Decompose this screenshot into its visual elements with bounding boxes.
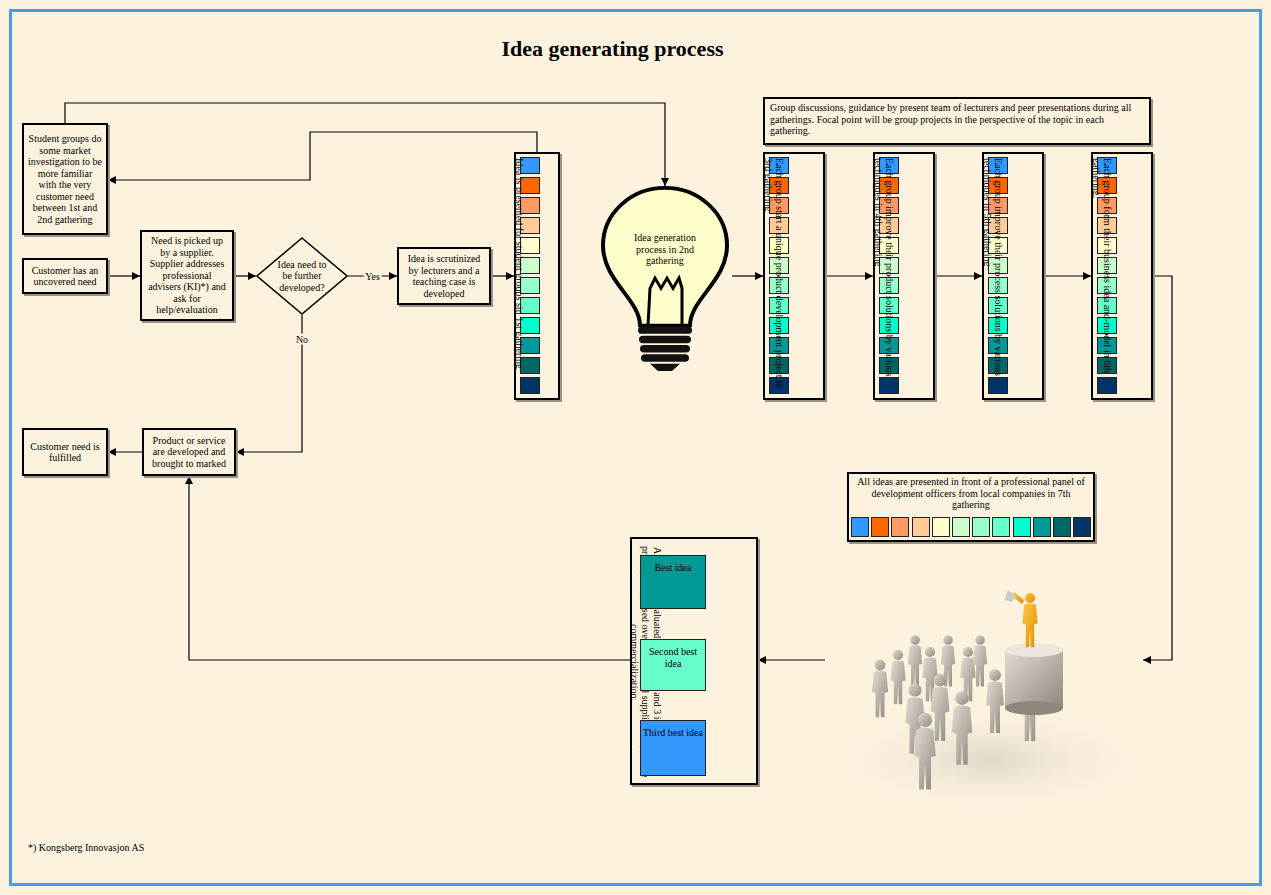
bulb-tip bbox=[650, 364, 680, 371]
process-box: Customer need is fulfilled bbox=[22, 428, 108, 476]
color-swatch bbox=[851, 517, 869, 537]
color-swatch bbox=[1033, 517, 1051, 537]
gathering-panel: Each group improve their product solutio… bbox=[873, 152, 935, 400]
bulb-base-ring bbox=[638, 326, 692, 333]
gathering-panel: Idea is presented for student groups sin… bbox=[514, 152, 560, 400]
node-text: Idea need to be further developed? bbox=[274, 259, 330, 294]
connector-line bbox=[1044, 275, 1091, 276]
connector-line bbox=[108, 132, 537, 180]
color-swatch bbox=[912, 517, 930, 537]
ranked-idea-box: Second best idea bbox=[640, 639, 706, 691]
gathering-panel: Each group improve their process solutio… bbox=[982, 152, 1044, 400]
node-text: Each group improve their process solutio… bbox=[981, 158, 1004, 396]
panel-box: All ideas are presented in front of a pr… bbox=[847, 472, 1095, 542]
connector bbox=[108, 452, 142, 453]
bulb-base-ring bbox=[641, 354, 689, 361]
node-text: Customer has an uncovered need bbox=[28, 265, 102, 288]
gathering-panel: Each group start a unique product develo… bbox=[763, 152, 825, 400]
connector bbox=[234, 276, 256, 277]
ranked-idea-box: Third best idea bbox=[640, 720, 706, 776]
connector bbox=[108, 276, 140, 277]
connector bbox=[236, 315, 302, 452]
connector bbox=[65, 103, 665, 186]
node-text: Second best idea bbox=[643, 646, 703, 669]
process-box: Need is picked up by a supplier. Supplie… bbox=[140, 230, 234, 321]
node-text: Idea is presented for student groups sin… bbox=[513, 158, 525, 396]
color-swatch bbox=[1013, 517, 1031, 537]
node-text: Customer need is fulfilled bbox=[28, 441, 102, 464]
pedestal bbox=[1005, 643, 1063, 715]
color-swatch bbox=[891, 517, 909, 537]
color-swatch bbox=[952, 517, 970, 537]
node-text: Student groups do some market investigat… bbox=[28, 133, 102, 225]
process-box: Idea is scrutinized by lecturers and a t… bbox=[397, 247, 491, 305]
connector-line bbox=[935, 275, 982, 276]
node-text: Each group start a unique product develo… bbox=[762, 158, 785, 396]
process-box: Product or service are developed and bro… bbox=[142, 428, 236, 476]
connector bbox=[732, 276, 763, 277]
footnote: *) Kongsberg Innovasjon AS bbox=[28, 842, 144, 853]
gathering-panel: Each group form their business idea and-… bbox=[1091, 152, 1153, 400]
connector-line bbox=[732, 275, 763, 276]
decision-diamond: Idea need to be further developed? bbox=[256, 237, 348, 315]
swatch-row bbox=[851, 517, 1093, 537]
color-swatch bbox=[992, 517, 1010, 537]
node-text: Idea generation process in 2nd gathering bbox=[622, 232, 708, 267]
diamond-text-wrap: Idea need to be further developed? bbox=[274, 237, 330, 315]
bulb-glass bbox=[603, 188, 727, 326]
connector-line bbox=[108, 275, 140, 276]
presenter bbox=[1004, 590, 1038, 647]
connector bbox=[189, 476, 630, 660]
bulb-base-ring bbox=[640, 345, 690, 352]
node-text: Product or service are developed and bro… bbox=[148, 435, 230, 470]
connector-line bbox=[189, 476, 630, 660]
diagram-title: Idea generating process bbox=[0, 36, 1225, 62]
edge-label: No bbox=[294, 334, 310, 345]
color-swatch bbox=[1073, 517, 1091, 537]
connector bbox=[825, 276, 873, 277]
evaluation-box: All ideas are evaluated by the panel and… bbox=[630, 537, 758, 785]
bulb-outline bbox=[598, 186, 732, 372]
edge-label: Yes bbox=[363, 271, 382, 282]
color-swatch bbox=[879, 377, 899, 394]
connector-line bbox=[234, 275, 256, 276]
node-text: Group discussions, guidance by present t… bbox=[770, 102, 1144, 137]
connector-line bbox=[108, 451, 142, 452]
connector bbox=[491, 276, 514, 277]
node-text: Each group form their business idea and-… bbox=[1090, 158, 1113, 396]
process-box: Customer has an uncovered need bbox=[22, 258, 108, 294]
connector-line bbox=[825, 275, 873, 276]
connector-line bbox=[491, 275, 514, 276]
connector-line bbox=[65, 103, 665, 186]
arrow-head bbox=[1143, 656, 1151, 664]
color-swatch bbox=[972, 517, 990, 537]
color-swatch bbox=[1053, 517, 1071, 537]
node-text: Each group improve their product solutio… bbox=[872, 158, 895, 396]
color-swatch bbox=[520, 377, 540, 394]
connector bbox=[1044, 276, 1091, 277]
ranked-idea-box: Best idea bbox=[640, 555, 706, 609]
connector bbox=[935, 276, 982, 277]
bulb-text-wrap: Idea generation process in 2nd gathering bbox=[622, 232, 708, 267]
color-swatch bbox=[932, 517, 950, 537]
node-text: Best idea bbox=[643, 562, 703, 574]
bulb-base-ring bbox=[639, 336, 691, 343]
node-text: All ideas are presented in front of a pr… bbox=[853, 476, 1089, 511]
node-text: Third best idea bbox=[643, 727, 703, 739]
note-box: Group discussions, guidance by present t… bbox=[763, 97, 1151, 145]
light-bulb: Idea generation process in 2nd gathering bbox=[598, 186, 732, 372]
color-swatch bbox=[871, 517, 889, 537]
bulb-filament bbox=[648, 278, 682, 325]
color-swatch bbox=[1097, 377, 1117, 394]
connector-line bbox=[236, 315, 302, 452]
connector bbox=[108, 132, 537, 180]
node-text: Idea is scrutinized by lecturers and a t… bbox=[403, 253, 485, 299]
diamond-shape bbox=[257, 238, 347, 314]
node-text: Need is picked up by a supplier. Supplie… bbox=[146, 235, 228, 316]
color-swatch bbox=[988, 377, 1008, 394]
process-box: Student groups do some market investigat… bbox=[22, 123, 108, 235]
